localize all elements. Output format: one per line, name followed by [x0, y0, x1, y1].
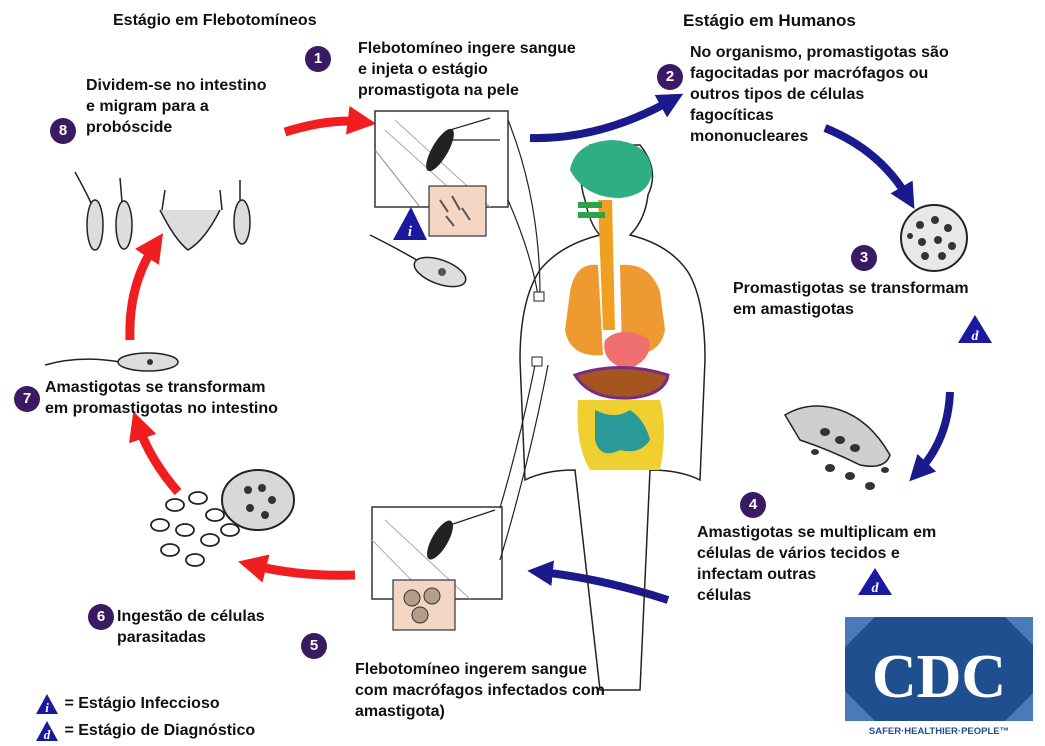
legend-infective: i = Estágio Infeccioso	[34, 693, 220, 715]
sandfly-stage-header: Estágio em Flebotomíneos	[113, 10, 317, 31]
heart-organ	[604, 332, 649, 370]
arrow-1-to-2	[530, 100, 672, 138]
promastigote-image-1	[370, 235, 469, 293]
step-5-number: 5	[301, 633, 327, 659]
step-3-text: Promastigotas se transformam em amastigo…	[733, 278, 969, 320]
arrow-6-to-7	[138, 425, 178, 492]
human-body	[520, 140, 705, 690]
sandfly-feeding-box-bottom	[372, 507, 502, 630]
step-3-number: 3	[851, 245, 877, 271]
step-7-text: Amastigotas se transformam em promastigo…	[45, 377, 278, 419]
svg-text:d: d	[972, 329, 980, 344]
arrow-8-to-1	[285, 121, 362, 132]
infective-stage-badge: i	[393, 207, 427, 240]
step-1-text: Flebotomíneo ingere sangue e injeta o es…	[358, 38, 576, 101]
cdc-logo: CDC SAFER·HEALTHIER·PEOPLE™	[845, 617, 1033, 737]
infected-cells-image	[785, 406, 890, 490]
infective-legend-icon: i	[34, 693, 60, 715]
arrow-5-to-6	[252, 565, 355, 575]
svg-text:d: d	[44, 727, 51, 742]
step-7-number: 7	[14, 386, 40, 412]
arrow-4-to-5	[540, 572, 668, 600]
cdc-logo-text: CDC	[872, 643, 1006, 711]
step-6-number: 6	[88, 604, 114, 630]
svg-text:i: i	[45, 700, 49, 715]
step-5-text: Flebotomíneo ingerem sangue com macrófag…	[355, 659, 605, 722]
step-2-text: No organismo, promastigotas são fagocita…	[690, 42, 949, 147]
step-4-number: 4	[740, 492, 766, 518]
step-2-number: 2	[657, 64, 683, 90]
step-8-text: Dividem-se no intestino e migram para a …	[86, 75, 266, 138]
transforming-promastigote-image	[45, 353, 178, 371]
step-1-number: 1	[305, 46, 331, 72]
sandfly-feeding-box-top	[375, 111, 508, 236]
macrophage-image	[901, 205, 967, 271]
step-8-number: 8	[50, 118, 76, 144]
diagnostic-legend-icon: d	[34, 720, 60, 742]
trachea-organ	[598, 200, 615, 330]
lung-left	[565, 265, 603, 356]
arrow-7-to-8	[130, 245, 155, 340]
dividing-promastigotes-image	[75, 172, 250, 250]
liver-organ	[575, 368, 668, 399]
cdc-tagline: SAFER·HEALTHIER·PEOPLE™	[869, 726, 1009, 737]
cdc-logo-graphic: CDC SAFER·HEALTHIER·PEOPLE™	[845, 617, 1033, 737]
step-6-text: Ingestão de células parasitadas	[117, 606, 265, 648]
step-4-text: Amastigotas se multiplicam em células de…	[697, 522, 936, 606]
legend-diagnostic: d = Estágio de Diagnóstico	[34, 720, 255, 742]
arrow-3-to-4	[918, 392, 950, 472]
human-stage-header: Estágio em Humanos	[683, 10, 856, 31]
